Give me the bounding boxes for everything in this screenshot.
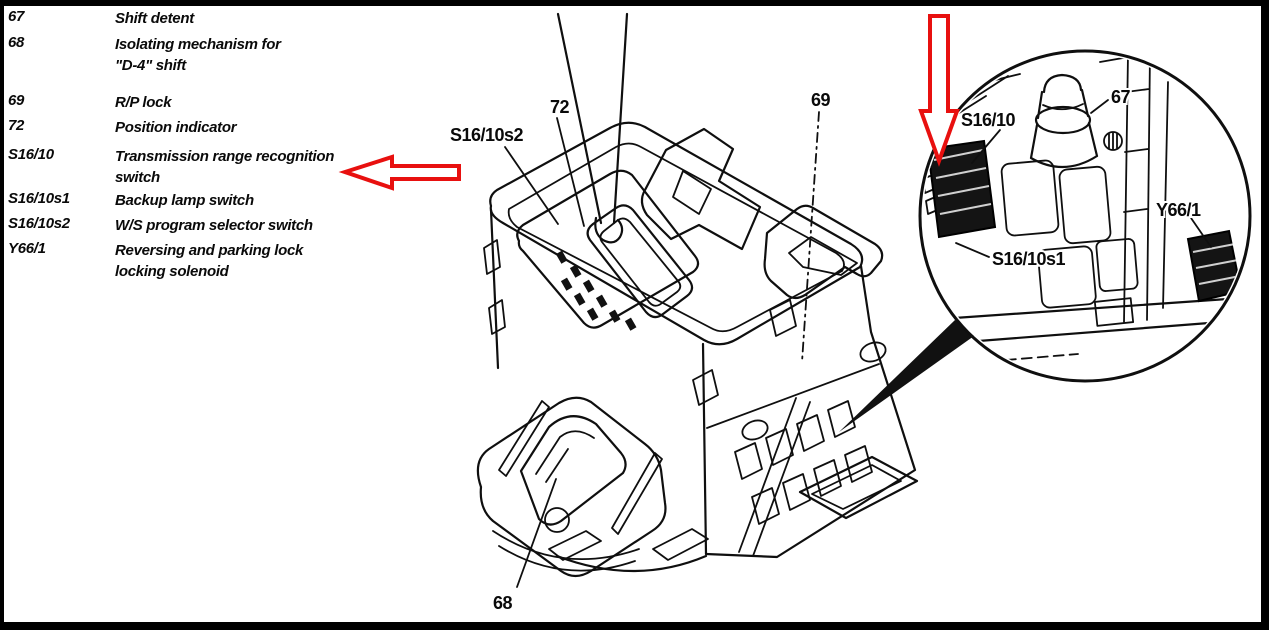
callout-69: 69 (811, 90, 831, 110)
gate-position-marks (555, 250, 637, 331)
legend-code: S16/10s2 (8, 215, 70, 232)
legend-code: S16/10 (8, 146, 54, 163)
legend-desc: Transmission range recognition switch (115, 148, 335, 186)
leader-s16-10s2 (504, 146, 559, 225)
leader-inset-s16-10s1 (955, 242, 990, 258)
s16-10-connector (926, 139, 997, 239)
gate-slot (586, 204, 694, 319)
legend-desc: Isolating mechanism for "D-4" shift (115, 36, 281, 74)
callout-inset-s16-10: S16/10 (961, 110, 1016, 130)
gate-recess (516, 169, 700, 329)
callout-72: 72 (550, 97, 570, 117)
legend-code: 72 (8, 117, 25, 134)
legend-desc: Shift detent (115, 10, 194, 27)
legend-desc: Backup lamp switch (115, 192, 254, 209)
leader-68 (516, 478, 557, 588)
callout-inset-s16-10s1: S16/10s1 (992, 249, 1066, 269)
callout-inset-y66-1: Y66/1 (1156, 200, 1201, 220)
legend-desc: Position indicator (115, 119, 237, 136)
callout-inset-67: 67 (1111, 87, 1131, 107)
red-arrow-down-icon (918, 14, 960, 167)
detail-inset (918, 49, 1252, 383)
leader-72 (556, 117, 585, 227)
legend-desc: R/P lock (115, 94, 172, 111)
inset-pointer-wedge (839, 320, 974, 432)
legend-code: Y66/1 (8, 240, 46, 257)
lever-housing (640, 127, 762, 251)
top-plate (489, 121, 864, 346)
leader-inset-y66-1 (1190, 217, 1212, 248)
legend-desc: Reversing and parking lock locking solen… (115, 242, 304, 280)
shift-lever (556, 12, 629, 225)
legend-code: S16/10s1 (8, 190, 70, 207)
leader-inset-s16-10 (971, 129, 1001, 164)
callout-s16-10s2: S16/10s2 (450, 125, 524, 145)
shifter-line-art (476, 12, 919, 588)
legend-code: 68 (8, 34, 25, 51)
shift-lever-base (594, 216, 624, 244)
leader-inset-67 (1090, 99, 1109, 114)
legend-desc: W/S program selector switch (115, 217, 313, 234)
callout-68: 68 (493, 593, 513, 613)
legend-code: 69 (8, 92, 25, 109)
leader-69 (801, 111, 820, 363)
red-arrow-left-icon (338, 154, 461, 191)
inset-circle (918, 49, 1252, 383)
legend-code: 67 (8, 8, 25, 25)
lattice-cutouts (734, 397, 873, 557)
detent-plunger (1036, 73, 1090, 120)
